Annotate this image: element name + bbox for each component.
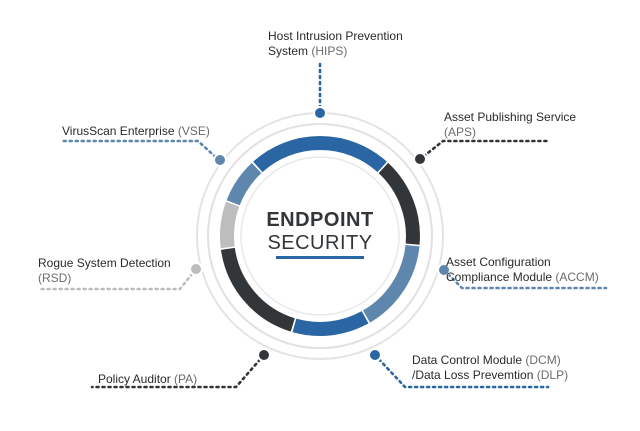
rsd-abbr: (RSD) bbox=[38, 271, 72, 285]
hips-abbr: (HIPS) bbox=[311, 44, 348, 58]
module-label-rsd: Rogue System Detection (RSD) bbox=[38, 256, 171, 286]
dcm-line1-text: Data Control Module bbox=[412, 353, 526, 367]
center-subtitle: SECURITY bbox=[267, 232, 373, 254]
aps-line1: Asset Publishing Service bbox=[444, 110, 577, 124]
segment-bottom-dark bbox=[220, 247, 296, 332]
connector-pa bbox=[90, 353, 266, 389]
connector-aps bbox=[417, 139, 549, 162]
aps-line2: (APS) bbox=[444, 125, 576, 140]
connector-vse bbox=[58, 139, 222, 163]
dlp-abbr: (DLP) bbox=[536, 368, 569, 382]
dcm-line2: /Data Loss Prevemtion (DLP) bbox=[412, 368, 568, 383]
module-label-hips: Host Intrusion Prevention System (HIPS) bbox=[268, 29, 403, 59]
segment-right-dark bbox=[378, 162, 420, 245]
pa-abbr: (PA) bbox=[174, 372, 198, 386]
inner-ring bbox=[240, 156, 400, 316]
middle-ring bbox=[207, 123, 433, 349]
center-underline bbox=[276, 256, 364, 259]
vse-text: VirusScan Enterprise bbox=[62, 124, 178, 138]
module-label-vse: VirusScan Enterprise (VSE) bbox=[62, 124, 210, 139]
module-label-pa: Policy Auditor (PA) bbox=[98, 372, 197, 387]
dcm-line1: Data Control Module (DCM) bbox=[412, 353, 568, 368]
segment-bottom-blue bbox=[292, 311, 369, 336]
connector-accm bbox=[442, 268, 608, 290]
accm-line2: Compliance Module (ACCM) bbox=[446, 270, 599, 285]
accm-abbr: (ACCM) bbox=[555, 270, 599, 284]
pa-text: Policy Auditor bbox=[98, 372, 175, 386]
segment-left-gray bbox=[220, 201, 240, 249]
dcm-line2-text: /Data Loss Prevemtion bbox=[412, 368, 537, 382]
vse-line1: VirusScan Enterprise (VSE) bbox=[62, 124, 210, 139]
vse-abbr: (VSE) bbox=[177, 124, 210, 138]
segment-left-steel bbox=[226, 162, 262, 206]
dot-rsd bbox=[189, 262, 203, 276]
segment-ring bbox=[220, 136, 420, 336]
rsd-line2: (RSD) bbox=[38, 271, 171, 286]
dcm-abbr: (DCM) bbox=[525, 353, 561, 367]
accm-line2-text: Compliance Module bbox=[446, 270, 556, 284]
module-label-dcm: Data Control Module (DCM) /Data Loss Pre… bbox=[412, 353, 568, 383]
connector-rsd bbox=[38, 267, 198, 291]
dot-accm bbox=[437, 263, 451, 277]
connector-dcm bbox=[373, 353, 550, 389]
segment-right-steel bbox=[362, 244, 420, 323]
module-dots bbox=[189, 106, 451, 362]
hips-line1: Host Intrusion Prevention bbox=[268, 29, 403, 43]
accm-line1: Asset Configuration bbox=[446, 255, 551, 269]
dot-hips bbox=[313, 106, 327, 120]
aps-abbr: (APS) bbox=[444, 125, 477, 139]
module-label-accm: Asset Configuration Compliance Module (A… bbox=[446, 255, 599, 285]
pa-line1: Policy Auditor (PA) bbox=[98, 372, 197, 387]
dot-aps bbox=[413, 152, 427, 166]
dot-vse bbox=[213, 153, 227, 167]
segment-top-blue bbox=[253, 136, 387, 173]
dot-pa bbox=[257, 348, 271, 362]
connector-lines bbox=[38, 62, 608, 389]
module-label-aps: Asset Publishing Service (APS) bbox=[444, 110, 576, 140]
hips-line2: System (HIPS) bbox=[268, 44, 403, 59]
center-title: ENDPOINT bbox=[266, 209, 374, 231]
rsd-line1: Rogue System Detection bbox=[38, 256, 171, 270]
dot-dcm bbox=[368, 348, 382, 362]
hips-line2-text: System bbox=[268, 44, 312, 58]
